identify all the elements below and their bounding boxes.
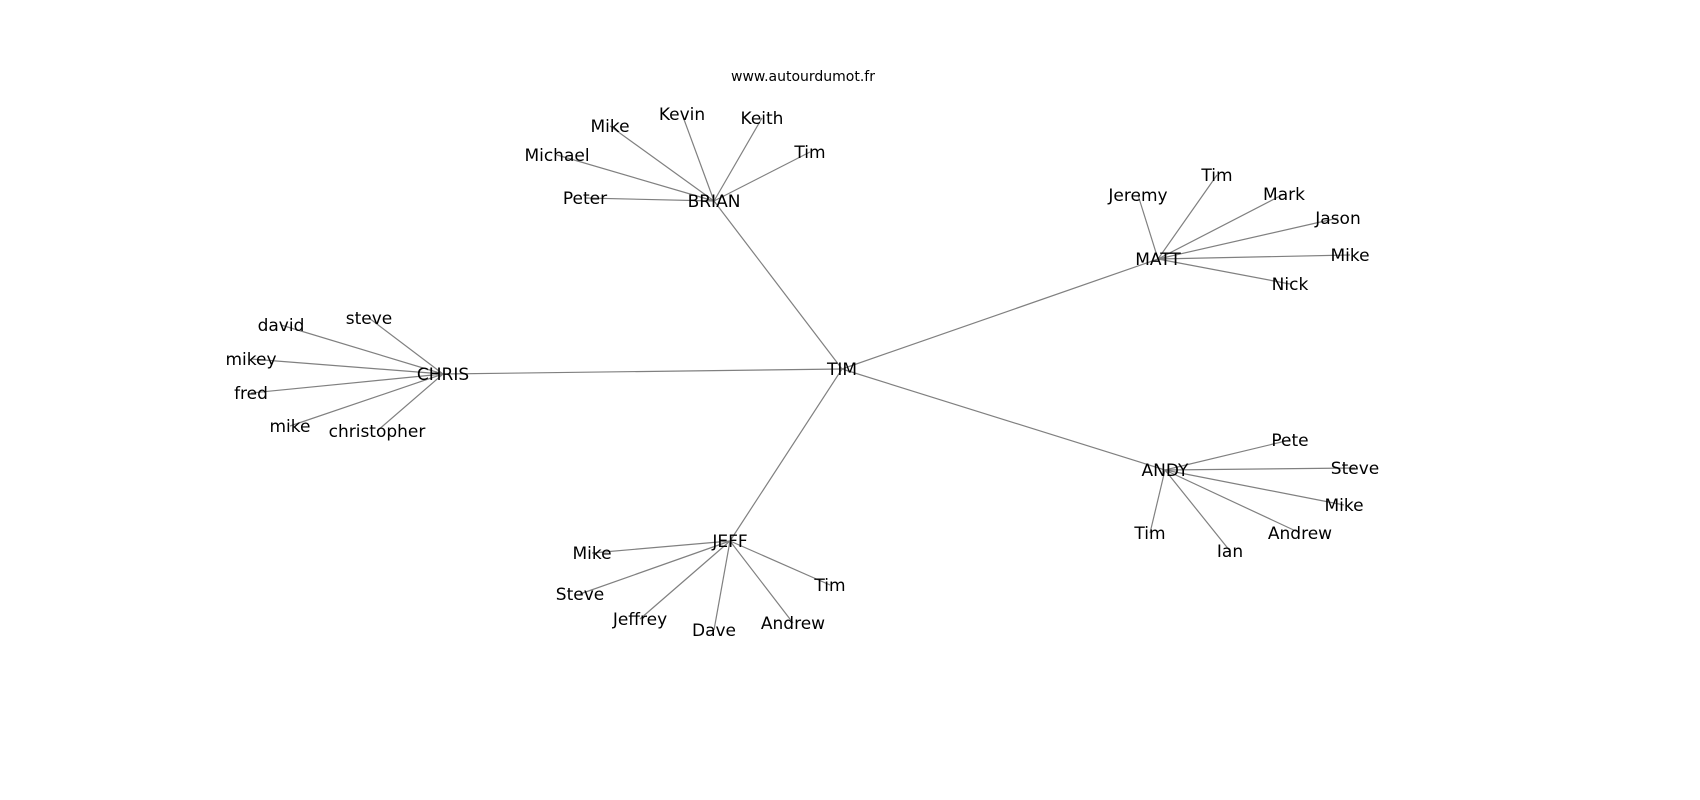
- node-leaf-andy-mike: Mike: [1324, 496, 1363, 516]
- edge-root-andy: [841, 368, 1166, 471]
- node-leaf-jeff-jeffrey: Jeffrey: [612, 610, 667, 630]
- node-leaf-brian-peter: Peter: [563, 189, 607, 209]
- node-leaf-andy-ian: Ian: [1217, 542, 1243, 562]
- edge-andy-ian: [1164, 469, 1231, 552]
- node-leaf-jeff-dave: Dave: [692, 621, 736, 641]
- node-leaf-matt-mike: Mike: [1330, 246, 1369, 266]
- node-leaf-matt-jason: Jason: [1314, 209, 1360, 229]
- edge-jeff-steve: [579, 540, 731, 595]
- edges: [250, 113, 1356, 631]
- node-leaf-andy-steve: Steve: [1331, 459, 1379, 479]
- node-leaf-jeff-mike: Mike: [572, 544, 611, 564]
- node-leaf-chris-steve: steve: [346, 309, 393, 329]
- edge-jeff-jeffrey: [639, 540, 731, 620]
- node-hub-andy: ANDY: [1142, 461, 1190, 481]
- diagram-title: www.autourdumot.fr: [731, 69, 875, 85]
- edge-andy-pete: [1164, 439, 1291, 471]
- edge-matt-mark: [1157, 193, 1285, 260]
- node-leaf-jeff-tim: Tim: [813, 576, 845, 596]
- node-hub-matt: MATT: [1135, 250, 1181, 270]
- node-leaf-andy-tim: Tim: [1133, 524, 1165, 544]
- node-leaf-chris-christopher: christopher: [329, 422, 426, 442]
- edge-chris-mike: [289, 373, 444, 427]
- node-leaf-matt-nick: Nick: [1272, 275, 1309, 295]
- node-leaf-andy-andrew: Andrew: [1268, 524, 1332, 544]
- edge-matt-mike: [1157, 254, 1351, 260]
- node-leaf-andy-pete: Pete: [1271, 431, 1308, 451]
- edge-andy-andrew: [1164, 469, 1301, 534]
- edge-matt-nick: [1157, 258, 1291, 285]
- edge-chris-steve: [368, 317, 444, 375]
- node-leaf-jeff-steve: Steve: [556, 585, 604, 605]
- edge-brian-keith: [713, 117, 763, 202]
- node-hub-jeff: JEFF: [711, 532, 747, 552]
- edge-brian-michael: [556, 154, 715, 202]
- edge-matt-jeremy: [1137, 194, 1159, 260]
- node-leaf-chris-fred: fred: [234, 384, 268, 404]
- node-leaf-brian-kevin: Kevin: [659, 105, 705, 125]
- edge-matt-tim: [1157, 174, 1218, 260]
- node-leaf-chris-mike: mike: [270, 417, 311, 437]
- edge-jeff-mike: [591, 540, 731, 554]
- edge-chris-david: [280, 324, 444, 375]
- edge-brian-tim: [713, 151, 811, 202]
- node-leaf-chris-david: david: [258, 316, 305, 336]
- node-leaf-brian-mike: Mike: [590, 117, 629, 137]
- edge-andy-mike: [1164, 469, 1345, 506]
- node-leaf-brian-michael: Michael: [524, 146, 589, 166]
- edge-root-jeff: [729, 368, 843, 542]
- edge-jeff-tim: [729, 540, 831, 586]
- node-leaf-chris-mikey: mikey: [225, 350, 276, 370]
- node-root-tim: TIM: [826, 360, 857, 380]
- edge-brian-kevin: [681, 113, 715, 202]
- node-leaf-matt-mark: Mark: [1263, 185, 1305, 205]
- edge-brian-mike: [609, 125, 715, 202]
- node-hub-brian: BRIAN: [688, 192, 741, 212]
- node-leaf-jeff-andrew: Andrew: [761, 614, 825, 634]
- edge-chris-christopher: [376, 373, 444, 432]
- edge-jeff-dave: [713, 540, 731, 631]
- edge-chris-fred: [250, 373, 444, 394]
- edge-brian-peter: [584, 197, 715, 202]
- edge-matt-jason: [1157, 217, 1339, 260]
- node-leaf-matt-tim: Tim: [1200, 166, 1232, 186]
- node-leaf-brian-keith: Keith: [741, 109, 784, 129]
- edge-chris-mikey: [250, 358, 444, 375]
- edge-andy-tim: [1149, 469, 1166, 534]
- node-leaf-matt-jeremy: Jeremy: [1107, 186, 1167, 206]
- edge-root-brian: [713, 200, 843, 370]
- edge-jeff-andrew: [729, 540, 794, 624]
- edge-root-matt: [841, 258, 1159, 370]
- edge-andy-steve: [1164, 467, 1356, 471]
- node-leaf-brian-tim: Tim: [793, 143, 825, 163]
- node-hub-chris: CHRIS: [417, 365, 469, 385]
- edge-root-chris: [442, 368, 843, 375]
